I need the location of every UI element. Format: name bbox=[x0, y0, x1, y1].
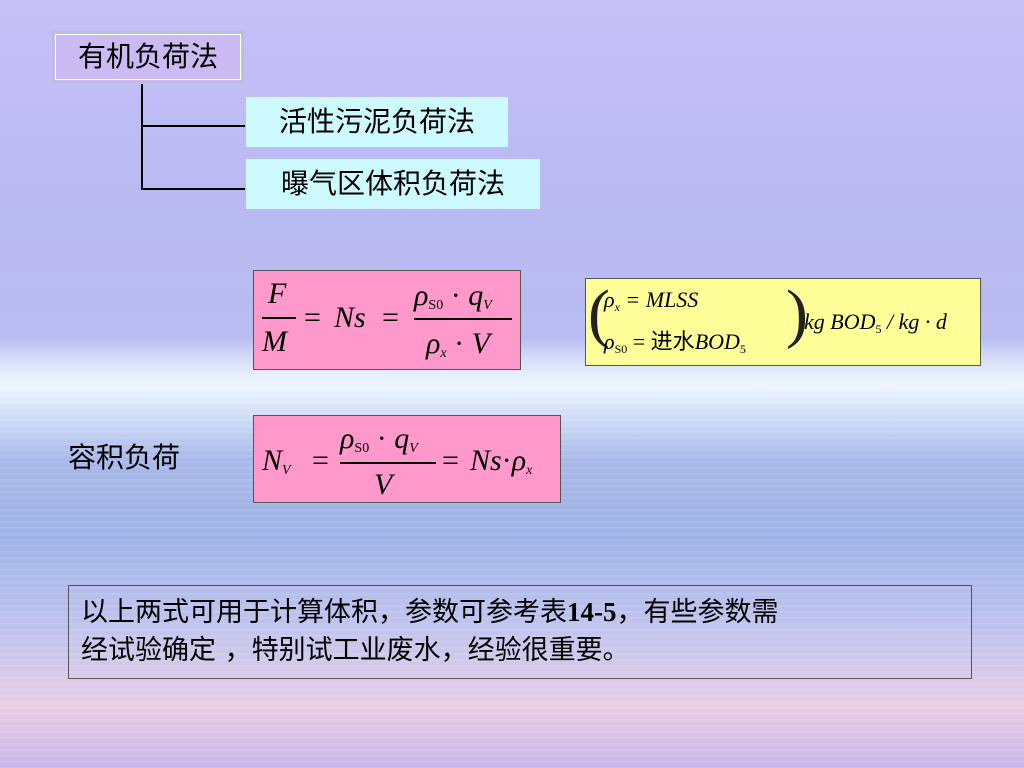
note-table-reference: 14-5 bbox=[567, 597, 617, 627]
fm-dot-1: · bbox=[450, 279, 461, 312]
rho-s0-bod: BOD bbox=[694, 329, 740, 354]
tree-vertical-connector bbox=[141, 84, 143, 190]
fm-ratio-formula: F M = Ns = ρS0 · qV ρx · V bbox=[253, 270, 521, 370]
nv-rhs: Ns·ρx bbox=[470, 446, 532, 478]
nv-equals-1: = bbox=[312, 444, 329, 477]
nv-dot-2: · bbox=[501, 444, 512, 477]
nv-q: q bbox=[394, 422, 410, 455]
nv-fraction-bar bbox=[340, 462, 436, 464]
rho-left-paren: ( bbox=[588, 277, 610, 350]
rho-line-1: ρx = MLSS bbox=[604, 287, 699, 314]
fm-q-subscript: V bbox=[483, 298, 492, 313]
rho-unit-kg-bod: kg BOD bbox=[804, 309, 876, 334]
rho-s0-equals: = bbox=[632, 329, 646, 354]
rho-x-subscript: x bbox=[614, 300, 620, 314]
rho-unit-subscript: 5 bbox=[875, 322, 882, 336]
note-line-1: 以上两式可用于计算体积，参数可参考表14-5，有些参数需 bbox=[81, 593, 961, 632]
aeration-volume-load-method-label: 曝气区体积负荷法 bbox=[246, 159, 540, 209]
fm-q: q bbox=[468, 279, 484, 312]
rho-x-symbol: ρ bbox=[604, 287, 615, 312]
rho-definition-formula: ( ρx = MLSS ρS0 = 进水BOD5 ) kg BOD5 / kg … bbox=[585, 278, 981, 366]
note-box: 以上两式可用于计算体积，参数可参考表14-5，有些参数需 经试验确定 ，特别试工… bbox=[68, 585, 972, 679]
fm-equals-2: = bbox=[382, 301, 399, 334]
rho-s0-bod-subscript: 5 bbox=[739, 342, 746, 356]
tree-branch-connector-2 bbox=[141, 188, 245, 190]
nv-rho-s0-subscript: S0 bbox=[354, 441, 370, 456]
rho-right-paren: ) bbox=[786, 277, 808, 350]
rho-unit: kg BOD5 / kg · d bbox=[804, 309, 947, 336]
rho-x-definition: = MLSS bbox=[625, 287, 699, 312]
note-line-1-start: 以上两式可用于计算体积，参数可参考表 bbox=[81, 597, 567, 628]
sludge-load-method-text: 活性污泥负荷法 bbox=[278, 105, 475, 138]
nv-rho-x-subscript: x bbox=[526, 463, 533, 478]
nv-lhs: NV bbox=[262, 446, 291, 478]
rho-s0-influent-text: 进水 bbox=[650, 330, 695, 355]
fm-rho-s0: ρ bbox=[414, 279, 429, 312]
rho-line-2: ρS0 = 进水BOD5 bbox=[604, 329, 746, 356]
nv-n-subscript: V bbox=[282, 463, 291, 478]
nv-rho-x: ρ bbox=[511, 444, 527, 477]
nv-equals-2: = bbox=[442, 444, 459, 477]
fm-fraction-bar-2 bbox=[414, 318, 512, 320]
sludge-load-method-label: 活性污泥负荷法 bbox=[246, 97, 508, 147]
organic-load-method-text: 有机负荷法 bbox=[77, 40, 218, 73]
rho-unit-per-kg-day: / kg · d bbox=[881, 309, 947, 334]
rho-s0-symbol: ρ bbox=[604, 329, 615, 354]
note-line-2: 经试验确定 ，特别试工业废水，经验很重要。 bbox=[81, 635, 630, 666]
nv-numerator-expression: ρS0 · qV bbox=[340, 424, 418, 456]
nv-ns: Ns bbox=[470, 444, 502, 477]
organic-load-method-label: 有机负荷法 bbox=[52, 31, 244, 83]
volume-load-formula: NV = ρS0 · qV V = Ns·ρx bbox=[253, 415, 561, 503]
fm-v: V bbox=[471, 327, 490, 360]
nv-n: N bbox=[262, 444, 283, 477]
fm-dot-2: · bbox=[454, 327, 465, 360]
nv-q-subscript: V bbox=[409, 441, 418, 456]
nv-denominator: V bbox=[374, 468, 393, 501]
fm-rho-x: ρ bbox=[426, 327, 441, 360]
fm-ns: Ns bbox=[334, 301, 366, 334]
fm-numerator-f: F bbox=[268, 277, 287, 310]
volume-load-label: 容积负荷 bbox=[68, 441, 181, 474]
fm-numerator-expression: ρS0 · qV bbox=[414, 281, 492, 313]
aeration-volume-load-method-text: 曝气区体积负荷法 bbox=[280, 167, 505, 200]
rho-s0-subscript: S0 bbox=[614, 342, 628, 356]
note-line-1-end: ，有些参数需 bbox=[616, 597, 779, 628]
fm-denominator-m: M bbox=[262, 325, 287, 358]
nv-dot-1: · bbox=[376, 422, 387, 455]
fm-rho-s0-subscript: S0 bbox=[428, 298, 444, 313]
fm-fraction-bar bbox=[262, 317, 296, 319]
fm-equals-1: = bbox=[304, 301, 321, 334]
fm-denominator-expression: ρx · V bbox=[426, 329, 490, 361]
tree-branch-connector-1 bbox=[141, 125, 245, 127]
fm-rho-x-subscript: x bbox=[440, 346, 447, 361]
nv-rho-s0: ρ bbox=[340, 422, 355, 455]
